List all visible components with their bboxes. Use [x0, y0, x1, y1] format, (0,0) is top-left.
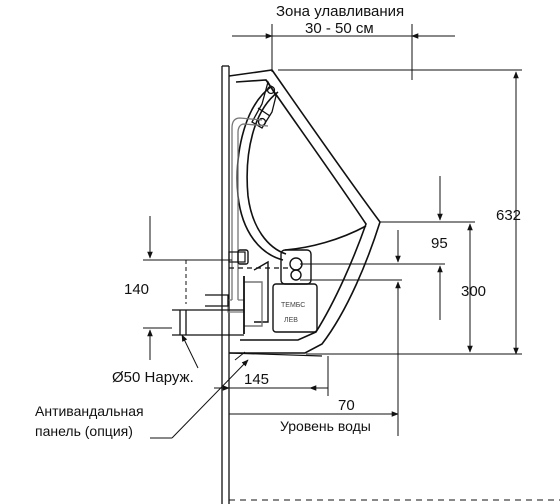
vandal-panel-line1: Антивандальная [35, 403, 144, 419]
urinal-bowl [228, 69, 381, 357]
dim-70-label: 70 [338, 397, 355, 414]
dim-70 [229, 318, 399, 436]
height-632-dimension [278, 69, 522, 355]
zone-title-label: Зона улавливания [276, 3, 404, 20]
pipe-diameter-label: Ø50 Наруж. [112, 369, 194, 386]
dim-140-label: 140 [124, 281, 149, 298]
outlet-pipe [172, 294, 244, 336]
zone-range-label: 30 - 50 см [305, 20, 374, 37]
vandal-panel-leader [150, 351, 249, 439]
height-632-label: 632 [496, 207, 521, 224]
height-300-label: 300 [461, 283, 486, 300]
valve-mark-text-2: ЛЕВ [284, 317, 298, 324]
height-300-dimension [306, 221, 522, 355]
dim-140 [143, 216, 232, 360]
zone-dimension [232, 24, 455, 80]
dim-145-label: 145 [244, 371, 269, 388]
wall [221, 65, 560, 504]
water-level-label: Уровень воды [280, 418, 371, 434]
siphon-assembly [237, 249, 318, 334]
flush-spreader [251, 80, 277, 129]
dim-145 [214, 356, 329, 396]
valve-mark-text-1: ТЕМБС [281, 302, 305, 309]
dim-95 [300, 176, 445, 320]
siphon-guides [300, 230, 402, 318]
vandal-panel-line2: панель (опция) [35, 423, 133, 439]
dim-95-label: 95 [431, 235, 448, 252]
wall-bracket [228, 251, 290, 269]
pipe-diameter-leader [181, 334, 199, 369]
supply-pipe [227, 117, 269, 313]
